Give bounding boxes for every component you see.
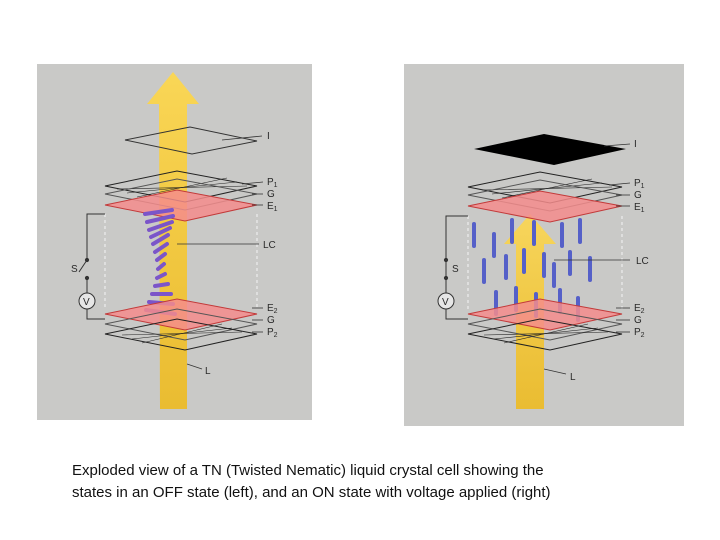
circuit — [437, 215, 468, 320]
circuit — [78, 213, 105, 320]
label-liquid-crystal: LC — [263, 240, 276, 251]
caption-line-2: states in an OFF state (left), and an ON… — [72, 484, 551, 501]
guide-lines — [104, 214, 258, 309]
bottom-stack — [104, 298, 258, 351]
bottom-electrode — [104, 298, 258, 331]
bottom-stack — [467, 298, 623, 351]
label-polarizer-p2: P2 — [634, 327, 645, 339]
label-glass-g-bottom: G — [634, 315, 642, 326]
on-state-drawing: I P1 G E1 LC S V E2 G P2 L — [437, 134, 649, 409]
label-glass-g-top: G — [267, 189, 275, 200]
label-light-l: L — [570, 372, 576, 383]
leader-lines — [543, 143, 631, 375]
top-electrode — [467, 190, 623, 223]
diagram-off-state: I P1 G E1 LC S V E2 G P2 L — [37, 64, 312, 420]
label-electrode-e1: E1 — [634, 202, 645, 214]
label-switch-s: S — [452, 264, 459, 275]
figure-caption: Exploded view of a TN (Twisted Nematic) … — [72, 460, 672, 504]
light-beam-arrow — [147, 72, 199, 409]
label-electrode-e1: E1 — [267, 201, 278, 213]
label-voltage-v: V — [83, 297, 90, 308]
label-electrode-e2: E2 — [267, 303, 278, 315]
top-electrode — [104, 189, 258, 222]
label-electrode-e2: E2 — [634, 303, 645, 315]
label-voltage-v: V — [442, 297, 449, 308]
label-switch-s: S — [71, 264, 78, 275]
label-polarizer-p2: P2 — [267, 327, 278, 339]
leader-lines — [177, 135, 264, 370]
caption-line-1: Exploded view of a TN (Twisted Nematic) … — [72, 462, 544, 479]
label-polarizer-p1: P1 — [267, 177, 278, 189]
label-light-l: L — [205, 366, 211, 377]
label-glass-g-top: G — [634, 190, 642, 201]
top-stack — [467, 171, 623, 223]
label-liquid-crystal: LC — [636, 256, 649, 267]
off-state-drawing: I P1 G E1 LC S V E2 G P2 L — [71, 72, 278, 409]
label-analyzer-i: I — [267, 131, 270, 142]
analyzer-plate — [124, 126, 258, 155]
analyzer-plate-dark — [474, 134, 626, 165]
label-analyzer-i: I — [634, 139, 637, 150]
lc-twisted-molecules — [143, 208, 177, 316]
bottom-electrode — [467, 298, 623, 331]
label-polarizer-p1: P1 — [634, 178, 645, 190]
label-glass-g-bottom: G — [267, 315, 275, 326]
diagram-on-state: I P1 G E1 LC S V E2 G P2 L — [404, 64, 684, 426]
